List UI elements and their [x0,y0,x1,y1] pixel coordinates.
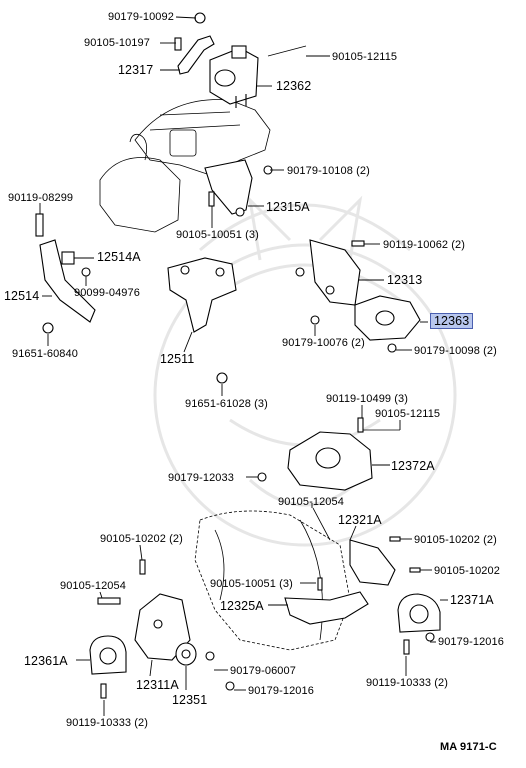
part-12371A-mount [397,593,441,655]
label-90099-04976: 90099-04976 [74,287,140,299]
label-12361A: 12361A [24,654,68,668]
part-12311A-bracket [97,559,191,661]
label-12514: 12514 [4,289,40,303]
label-12362: 12362 [276,79,312,93]
label-90179-12016-right: 90179-12016 [438,636,504,648]
label-90105-12054-right: 90105-12054 [278,496,344,508]
label-90119-10499: 90119-10499 (3) [326,393,409,405]
label-91651-61028: 91651-61028 (3) [185,398,268,410]
label-90105-10202-single: 90105-10202 [434,565,500,577]
label-12311A: 12311A [136,678,179,692]
label-12511: 12511 [160,352,195,366]
label-90105-10202-left: 90105-10202 (2) [100,533,183,545]
part-12325A-bracket [284,577,369,625]
label-90119-10062: 90119-10062 (2) [383,239,466,251]
label-91651-60840: 91651-60840 [12,348,78,360]
label-12514A: 12514A [97,250,141,264]
leader-lines [39,16,448,716]
label-90105-10202-right: 90105-10202 (2) [414,534,497,546]
part-12363-mount [354,295,421,353]
part-12362-mount [209,45,307,108]
label-12372A: 12372A [391,459,435,473]
watermark-emblem [153,195,457,547]
part-12511-bracket [167,257,237,384]
label-90179-10108: 90179-10108 (2) [287,165,370,177]
part-12372A-mount [257,417,400,491]
label-90119-10333-left: 90119-10333 (2) [66,717,149,729]
label-90179-12033: 90179-12033 [168,472,234,484]
label-90179-12016-left: 90179-12016 [248,685,314,697]
label-12317: 12317 [118,63,154,77]
part-12351-bushing [175,642,197,666]
part-12317-bracket [174,12,215,75]
label-90179-10076: 90179-10076 (2) [282,337,365,349]
label-12321A: 12321A [338,513,382,527]
part-12315A-bracket [204,159,273,217]
part-12361A-mount [89,635,235,699]
diagram-code: MA 9171-C [440,741,497,753]
label-90119-08299: 90119-08299 [8,192,74,204]
label-90179-06007: 90179-06007 [230,665,296,677]
label-90179-10092: 90179-10092 [108,11,174,23]
label-90105-10051-upper: 90105-10051 (3) [176,229,259,241]
label-12313: 12313 [387,273,423,287]
label-90105-10197: 90105-10197 [84,37,150,49]
label-90105-12054-left: 90105-12054 [60,580,126,592]
label-12363-highlighted[interactable]: 12363 [430,313,474,329]
label-90119-10333-right: 90119-10333 (2) [366,677,449,689]
label-90179-10098: 90179-10098 (2) [414,345,497,357]
label-90105-12115-mid: 90105-12115 [375,408,441,420]
label-12351: 12351 [172,693,208,707]
label-90105-10051-lower: 90105-10051 (3) [210,578,293,590]
part-12514-arm [35,213,96,334]
transmission-outline [194,510,351,651]
label-90105-12115-top: 90105-12115 [332,51,398,63]
label-12371A: 12371A [450,593,494,607]
label-12315A: 12315A [266,200,310,214]
label-12325A: 12325A [220,599,264,613]
